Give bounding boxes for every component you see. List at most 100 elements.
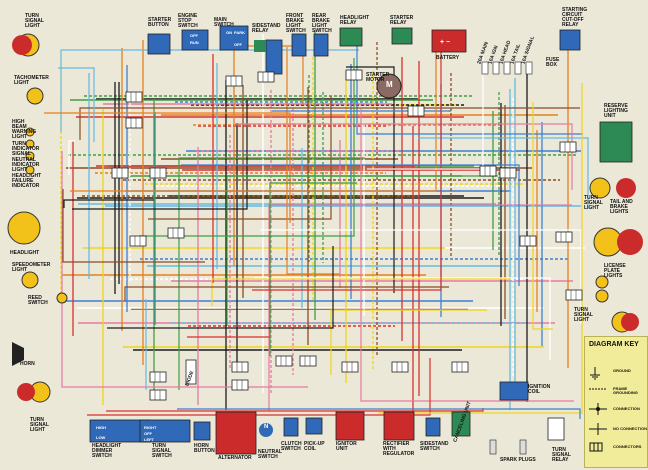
turn-indicator-label: TURN INDICATOR SIGNAL [12,141,40,157]
harness-wire-route [148,96,332,220]
engine-stop-off-text: OFF [190,33,198,38]
high-beam-warning-label: HIGH BEAM WARNING LIGHT [12,119,37,140]
tail-brake-lights-label: TAIL AND BRAKE LIGHTS [610,199,633,215]
key-item-connection: CONNECTION [613,406,640,411]
turn-signal-light-rear-left-label: TURN SIGNAL LIGHT [30,417,49,433]
lamp-symbol [25,127,35,137]
harness-wire-route [63,199,154,208]
spark-plugs-label: SPARK PLUGS [500,457,536,463]
wire-layer [44,30,589,419]
spark-plug [489,439,497,455]
connector-block [499,167,517,179]
reed-switch-label: REED SWITCH [28,295,48,306]
harness-wire-route [418,137,589,209]
no-connection-symbol [589,423,607,435]
harness-wire-route [107,246,334,329]
headlight-relay-box [339,27,363,47]
canceling-unit-box [451,411,471,437]
harness-wire-route [532,102,553,330]
harness-wire-route [268,204,572,411]
harness-wire-route [346,66,395,293]
harness-wire-route [356,35,583,135]
harness-wire-route [226,175,498,326]
component-layer [7,25,643,455]
diode-box [185,359,197,385]
lamp-symbol [7,211,41,245]
harness-wire-route [62,189,205,263]
connector-block [275,355,293,367]
starter-motor-body [376,73,402,99]
horn-button-label: HORN BUTTON [194,443,215,454]
dimmer-low-text: LOW [96,435,106,440]
battery-label: BATTERY [436,55,460,61]
harness-wire-route [72,100,248,210]
tachometer-light-label: TACHOMETER LIGHT [14,75,49,86]
connector-block [125,117,143,129]
harness-wire-route [139,58,355,237]
connector-block [555,231,573,243]
harness-wire-route [360,109,574,402]
turn-signal-lens-front-left [12,35,32,55]
ignition-coil-label: IGNITION COIL [528,384,551,395]
starter-button-label: STARTER BUTTON [148,17,172,28]
turn-signal-relay-label: TURN SIGNAL RELAY [552,447,571,463]
fuse [525,61,533,75]
rectifier-regulator-box [383,411,415,441]
lamp-symbol [56,292,68,304]
turn-right-text: RIGHT [144,425,157,430]
key-item-ground: GROUND [613,368,631,373]
license-plate-lights-label: LICENSE PLATE LIGHTS [604,263,626,279]
connection-symbol [589,403,607,415]
fuse [503,61,511,75]
fuse-box-label: FUSE BOX [546,57,560,68]
lamp-symbol [21,271,39,289]
engine-stop-run-text: RUN [190,40,199,45]
starter-motor-label: STARTER MOTOR [366,72,390,83]
harness-wire-route [61,151,308,388]
turn-signal-lens-rear-left [17,383,35,401]
switch-block [219,25,249,51]
connector-block [149,389,167,401]
connector-block [149,167,167,179]
pickup-coil-label: PICK-UP COIL [304,441,325,452]
harness-wire-route [178,157,365,390]
harness-wire-route [269,182,357,356]
harness-wire-route [286,47,340,275]
lamp-symbol [25,151,35,161]
ignitor-unit-box [335,411,365,441]
ignition-coil-box [499,381,529,401]
harness-wire-route [68,140,75,175]
switch-block [265,39,283,75]
pickup-coil-box [305,417,323,435]
lamp-symbol [25,165,35,175]
connector-block [345,69,363,81]
connector-block [231,379,249,391]
switch-block [147,33,171,55]
ignitor-unit-label: IGNITOR UNIT [336,441,357,452]
harness-wire-route [87,358,431,416]
diagram-key-symbols [589,367,607,452]
lamp-symbol [25,139,35,149]
switch-block [291,33,307,57]
rectifier-regulator-label: RECTIFIER WITH REGULATOR [383,441,415,457]
starting-circuit-cutoff-relay-label: STARTING CIRCUIT CUT-OFF RELAY [562,7,588,28]
key-item-no-connection: NO CONNECTION [613,426,647,431]
connector-block [479,165,497,177]
key-item-frame-grounding: FRAME GROUNDING [613,386,638,395]
harness-wire-route [211,278,511,306]
dimmer-high-text: HIGH [96,425,106,430]
connector-block [559,141,577,153]
spark-plug [519,439,527,455]
switch-block [559,29,581,51]
switch-block [181,29,209,51]
harness-wire-route [272,110,451,112]
connector-block [299,355,317,367]
fuse [514,61,522,75]
harness-wire-route [252,43,442,291]
connector-block [225,75,243,87]
connector-block [111,167,129,179]
harness-wire-route [187,217,271,338]
turn-signal-relay-box [547,417,565,441]
harness-wire-route [58,67,95,142]
